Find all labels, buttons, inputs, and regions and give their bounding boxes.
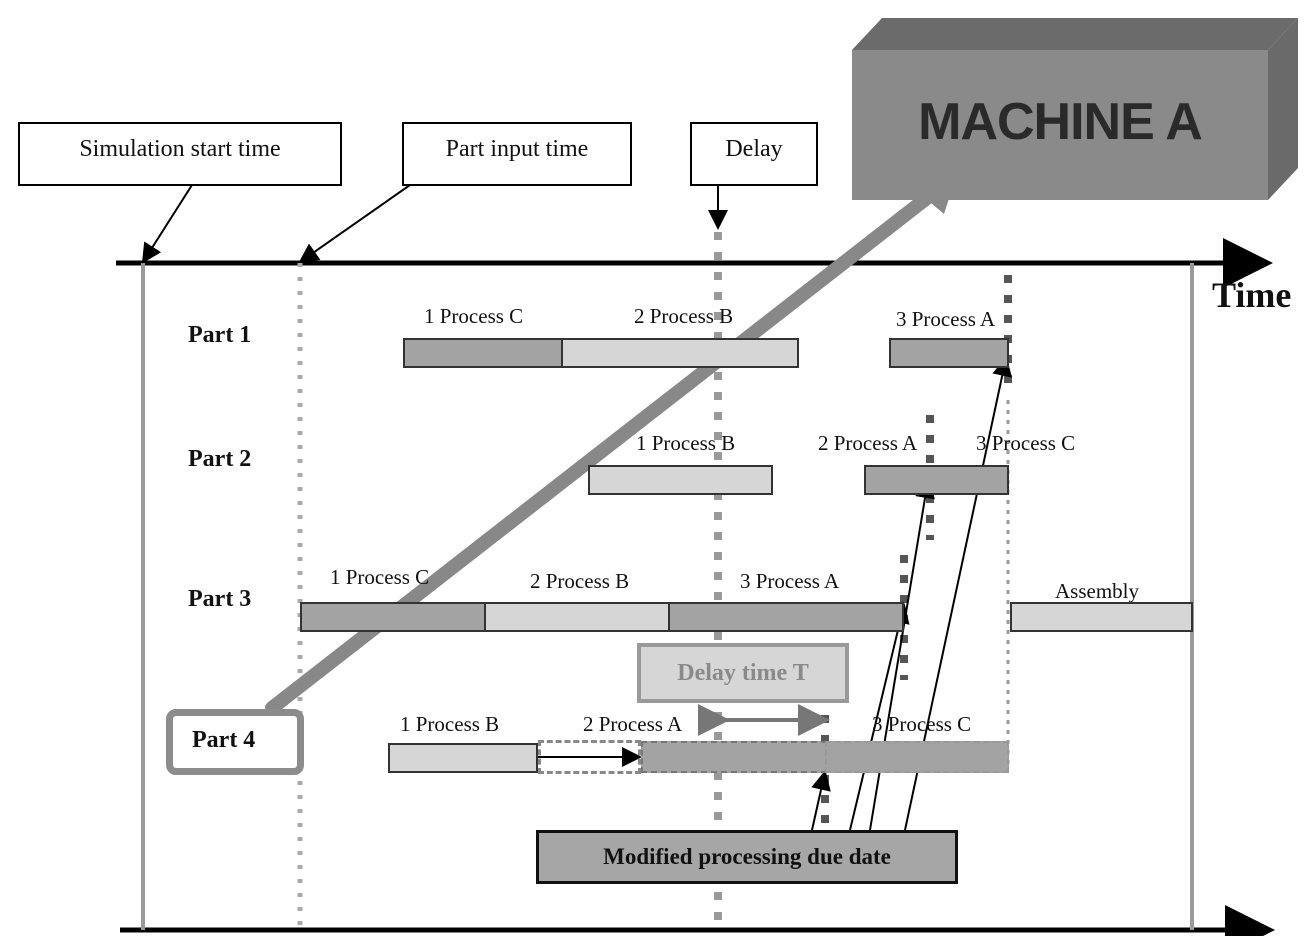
- part1-process-2-label: 2 Process B: [634, 304, 733, 329]
- part1-process-1-label: 1 Process C: [424, 304, 523, 329]
- part-input-label: Part input time: [446, 136, 589, 163]
- part2-process-1-label: 1 Process B: [636, 431, 735, 456]
- simulation-start-box: Simulation start time: [18, 122, 342, 186]
- part2-label: Part 2: [188, 446, 251, 473]
- modified-due-date-box: Modified processing due date: [536, 830, 958, 884]
- part3-process-2-bar: [484, 602, 670, 632]
- part4-process-1-label: 1 Process B: [400, 712, 499, 737]
- part3-process-1-bar: [300, 602, 486, 632]
- part2-process-2-label: 2 Process A: [818, 431, 917, 456]
- time-axis-label: Time: [1212, 274, 1291, 316]
- part3-process-2-label: 2 Process B: [530, 569, 629, 594]
- part1-process-1-bar: [403, 338, 563, 368]
- machine-side-face: [1268, 18, 1298, 200]
- part3-process-1-label: 1 Process C: [330, 565, 429, 590]
- mod-arrow-to-part2: [870, 480, 928, 830]
- delay-time-label: Delay time T: [677, 660, 809, 687]
- part4-label: Part 4: [192, 727, 255, 754]
- machine-label: MACHINE A: [852, 92, 1268, 152]
- part3-label: Part 3: [188, 586, 251, 613]
- part4-process-3-bar: [825, 741, 1009, 773]
- sim-start-pointer: [143, 185, 192, 262]
- part3-process-3-bar: [668, 602, 904, 632]
- part3-process-3-label: 3 Process A: [740, 569, 839, 594]
- part4-process-2-bar: [641, 741, 827, 773]
- part-input-box: Part input time: [402, 122, 632, 186]
- part1-process-3-bar: [889, 338, 1009, 368]
- part3-assembly-label: Assembly: [1055, 579, 1139, 604]
- part2-process-1-bar: [588, 465, 773, 495]
- part2-process-3-label: 3 Process C: [976, 431, 1075, 456]
- delay-box: Delay: [690, 122, 818, 186]
- part4-original-slot: [538, 740, 641, 774]
- delay-label: Delay: [725, 136, 782, 163]
- part4-process-1-bar: [388, 743, 538, 773]
- part4-process-2-label: 2 Process A: [583, 712, 682, 737]
- simulation-start-label: Simulation start time: [79, 136, 280, 163]
- part2-process-2-bar: [864, 465, 1009, 495]
- part-input-pointer: [300, 185, 410, 262]
- part1-label: Part 1: [188, 322, 251, 349]
- part3-assembly-bar: [1010, 602, 1193, 632]
- part1-process-3-label: 3 Process A: [896, 307, 995, 332]
- part4-process-3-label: 3 Process C: [872, 712, 971, 737]
- machine-top-face: [852, 18, 1298, 50]
- part1-process-2-bar: [561, 338, 799, 368]
- modified-due-date-label: Modified processing due date: [603, 844, 891, 870]
- delay-time-box: Delay time T: [637, 643, 849, 703]
